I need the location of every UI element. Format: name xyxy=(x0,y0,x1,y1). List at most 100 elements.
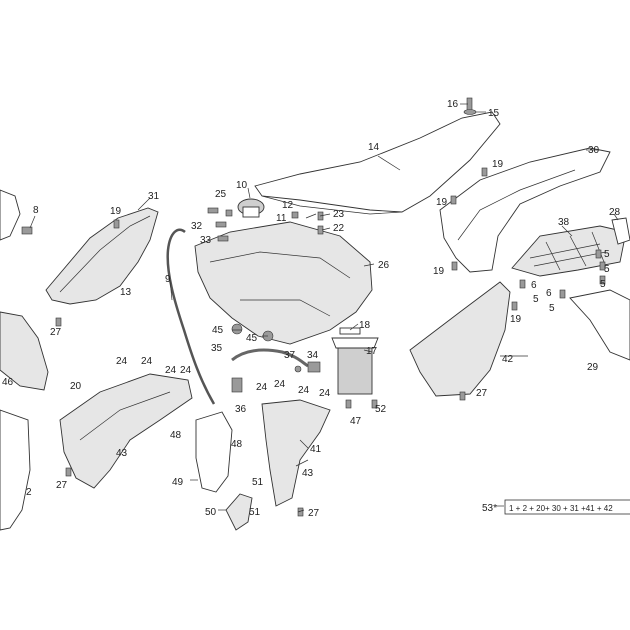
callout-24-c: 24 xyxy=(165,365,177,376)
callout-5-d: 5 xyxy=(533,294,539,305)
callout-28: 28 xyxy=(609,207,621,218)
callout-5-e: 5 xyxy=(549,303,555,314)
callout-27-a: 27 xyxy=(50,327,62,338)
callout-12: 12 xyxy=(282,200,294,211)
rear-bracket-right xyxy=(569,289,630,361)
shroud-13-inner-line xyxy=(59,215,151,293)
left-edge-lower-part xyxy=(0,311,49,391)
callout-11: 11 xyxy=(276,213,287,224)
callout-32: 32 xyxy=(191,221,203,232)
side-number-plate-left xyxy=(0,409,31,531)
callout-27-b: 27 xyxy=(56,480,68,491)
left-edge-shroud-part xyxy=(0,189,21,241)
callout-19-d: 19 xyxy=(433,266,445,277)
callout-5-b: 5 xyxy=(604,264,610,275)
callout-53: 53* xyxy=(482,503,497,514)
callout-47: 47 xyxy=(350,416,362,427)
fender-30-inner xyxy=(457,169,576,241)
callout-19-a: 19 xyxy=(110,206,122,217)
callout-24-h: 24 xyxy=(319,388,331,399)
callout-22: 22 xyxy=(333,223,345,234)
callout-38: 38 xyxy=(558,217,570,228)
callout-48-a: 48 xyxy=(170,430,182,441)
connector-34 xyxy=(307,361,321,373)
callout-50: 50 xyxy=(205,507,217,518)
fitting-36 xyxy=(231,377,243,393)
callout-35: 35 xyxy=(211,343,223,354)
callout-5-a: 5 xyxy=(604,249,610,260)
callout-45-b: 45 xyxy=(246,333,258,344)
callout-6-b: 6 xyxy=(546,288,552,299)
hardware-bolts xyxy=(55,167,606,517)
clip-37 xyxy=(294,365,302,373)
callout-2: 2 xyxy=(26,487,32,498)
callout-43-b: 43 xyxy=(302,468,314,479)
callout-41: 41 xyxy=(310,444,322,455)
callout-49: 49 xyxy=(172,477,184,488)
mud-flap-38 xyxy=(511,225,627,277)
callout-24-a: 24 xyxy=(116,356,128,367)
guard-50-plate xyxy=(225,493,253,531)
callout-20: 20 xyxy=(70,381,82,392)
callout-9: 9 xyxy=(165,274,171,285)
radiator-shroud-upper-13 xyxy=(45,207,159,305)
callout-46: 46 xyxy=(2,377,14,388)
callout-24-b: 24 xyxy=(141,356,153,367)
fuel-line-35 xyxy=(231,348,309,368)
leader-lines xyxy=(29,103,619,513)
callout-13: 13 xyxy=(120,287,132,298)
bracket-28-piece xyxy=(611,217,630,245)
callout-23: 23 xyxy=(333,209,345,220)
callout-45-a: 45 xyxy=(212,325,224,336)
callout-26: 26 xyxy=(378,260,390,271)
callout-37: 37 xyxy=(284,350,296,361)
kit-box-frame xyxy=(504,499,630,515)
callout-27-d: 27 xyxy=(308,508,320,519)
fuel-hose-9 xyxy=(166,228,216,405)
radiator-shroud-20 xyxy=(59,373,193,489)
shroud-41 xyxy=(261,399,331,507)
callout-labels: 2 8 46 27 27 27 27 31 19 19 19 19 19 13 … xyxy=(2,99,621,519)
seat-14-base-line xyxy=(261,195,403,215)
callout-51-b: 51 xyxy=(249,507,261,518)
callout-24-g: 24 xyxy=(298,385,310,396)
callout-25: 25 xyxy=(215,189,227,200)
callout-14: 14 xyxy=(368,142,380,153)
callout-30: 30 xyxy=(588,145,600,156)
tank-26-detail xyxy=(209,251,351,317)
rear-fender-30 xyxy=(439,147,611,273)
side-panel-42 xyxy=(409,281,511,397)
callout-31: 31 xyxy=(148,191,160,202)
callout-52: 52 xyxy=(375,404,387,415)
mud-flap-38-pattern xyxy=(529,231,607,271)
callout-24-e: 24 xyxy=(256,382,268,393)
callout-36: 36 xyxy=(235,404,247,415)
seat-14 xyxy=(254,111,501,213)
callout-51-a: 51 xyxy=(252,477,264,488)
grommet-45-a xyxy=(231,323,243,335)
callout-29: 29 xyxy=(587,362,599,373)
callout-19-e: 19 xyxy=(510,314,522,325)
cap-neck xyxy=(242,206,260,218)
callout-24-d: 24 xyxy=(180,365,192,376)
callout-15: 15 xyxy=(488,108,500,119)
callout-10: 10 xyxy=(236,180,248,191)
fuel-tank-26 xyxy=(194,221,373,345)
fuel-pump-17-flange xyxy=(331,337,379,349)
clip-8 xyxy=(21,226,33,235)
washer-15 xyxy=(463,109,477,115)
callout-43-a: 43 xyxy=(116,448,128,459)
callout-16: 16 xyxy=(447,99,459,110)
callout-17: 17 xyxy=(366,346,378,357)
callout-18: 18 xyxy=(359,320,371,331)
callout-24-f: 24 xyxy=(274,379,286,390)
callout-8: 8 xyxy=(33,205,39,216)
guard-49 xyxy=(195,411,233,493)
callout-33: 33 xyxy=(200,235,212,246)
kit-box-text: 1 + 2 + 20+ 30 + 31 +41 + 42 xyxy=(509,504,613,513)
callout-34: 34 xyxy=(307,350,319,361)
callout-19-c: 19 xyxy=(492,159,504,170)
callout-27-c: 27 xyxy=(476,388,488,399)
callout-48-b: 48 xyxy=(231,439,243,450)
